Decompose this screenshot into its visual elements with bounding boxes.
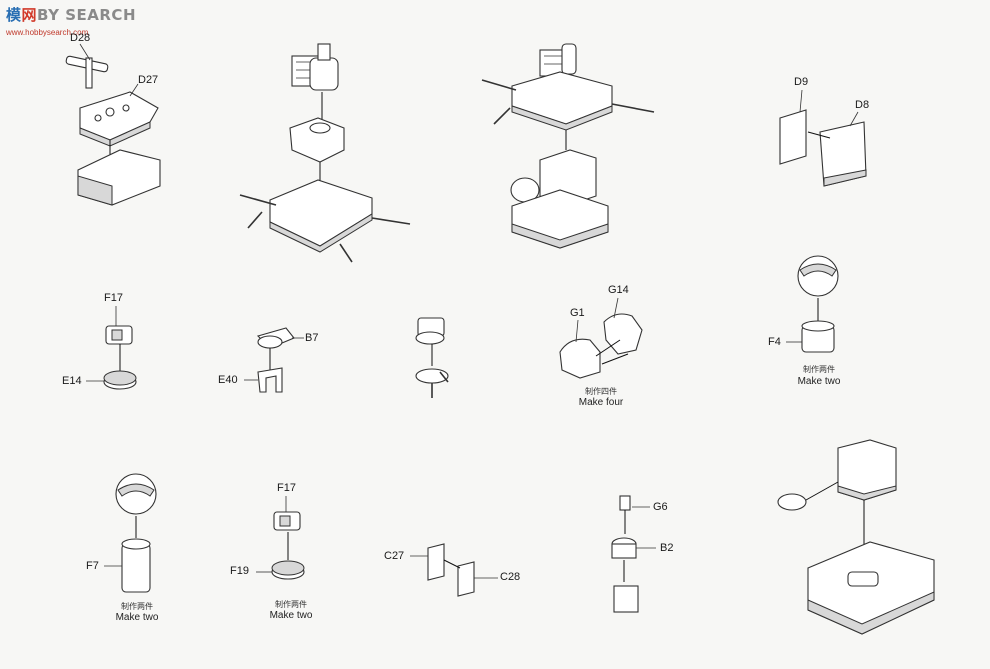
assembly-middle-small [415,317,449,398]
label-c28: C28 [500,571,521,583]
note-make-two-cn-f4: 制作两件 [803,365,835,374]
assembly-d28-d27 [65,43,161,206]
assembly-center-right [481,43,655,249]
label-c27: C27 [384,550,405,562]
label-g6: G6 [653,501,668,513]
label-g1: G1 [570,307,585,319]
assembly-center-left [239,43,411,263]
assembly-g1-g14 [559,297,643,379]
label-f17-bottom: F17 [277,482,296,494]
label-f7: F7 [86,560,99,572]
assembly-g6-b2 [611,495,656,613]
label-d8: D8 [855,99,870,111]
assembly-bottom-right [777,439,935,635]
note-make-two-cn-f7: 制作两件 [121,602,153,611]
label-d28: D28 [70,32,91,44]
assembly-f17-e14 [86,306,137,390]
label-f4: F4 [768,336,781,348]
label-b2: B2 [660,542,674,554]
label-d9: D9 [794,76,809,88]
note-make-two-f19: Make two [269,610,313,621]
label-e40: E40 [218,374,238,386]
note-make-four: Make four [578,397,624,408]
label-g14: G14 [608,284,629,296]
label-d27: D27 [138,74,159,86]
label-f17-top: F17 [104,292,123,304]
assembly-f7 [104,473,157,593]
assembly-f4 [786,255,839,353]
note-make-two-f7: Make two [115,612,159,623]
assembly-d9-d8 [779,89,867,187]
label-b7: B7 [305,332,319,344]
label-e14: E14 [62,375,82,387]
assembly-f17-f19 [256,496,305,580]
note-make-four-cn: 制作四件 [585,387,617,396]
assembly-c27-c28 [410,543,498,597]
note-make-two-cn-f19: 制作两件 [275,600,307,609]
watermark-logo: 模网BY SEARCH [6,6,136,24]
assembly-b7-e40 [244,327,304,393]
label-f19: F19 [230,565,249,577]
watermark-url: www.hobbysearch.com [6,28,89,37]
note-make-two-f4: Make two [797,376,841,387]
